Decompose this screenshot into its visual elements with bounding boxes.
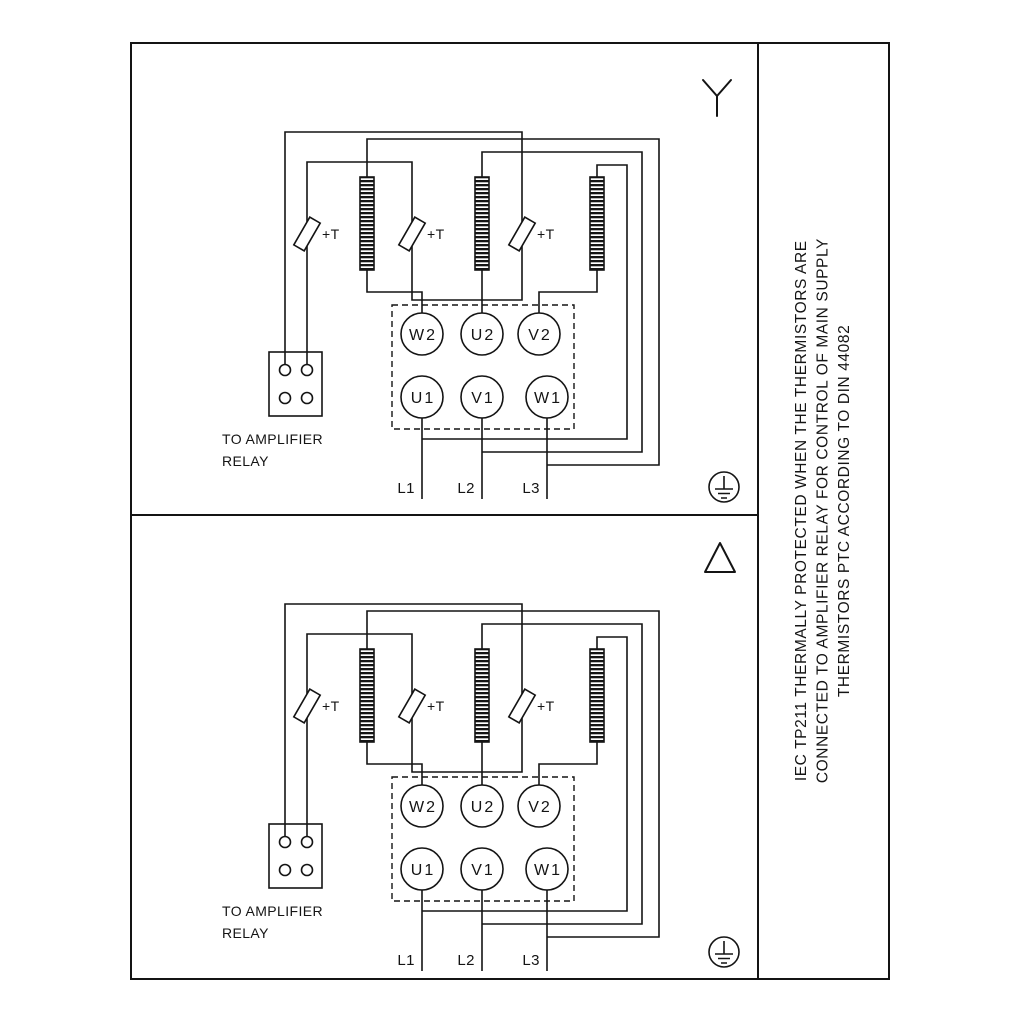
thermistor-label: +T [427, 698, 445, 714]
terminal-v1: V1 [471, 390, 495, 407]
terminal-w2: W2 [409, 327, 437, 344]
panel-star-connection: +T +T +T W2 U2 V2 U1 V1 W1 L1 L2 [132, 44, 757, 516]
thermistor-label: +T [322, 698, 340, 714]
label-l3: L3 [522, 480, 540, 497]
thermistor-labels: +T +T +T [322, 226, 555, 242]
terminal-u1: U1 [411, 390, 435, 407]
delta-connection-icon [704, 542, 736, 573]
supply-line-labels: L1 L2 L3 [397, 952, 540, 969]
relay-note: TO AMPLIFIER RELAY [222, 431, 323, 469]
terminal-labels: W2 U2 V2 U1 V1 W1 [409, 327, 562, 407]
terminal-u2: U2 [471, 327, 495, 344]
thermistor-label: +T [427, 226, 445, 242]
terminal-w2: W2 [409, 799, 437, 816]
terminal-u2: U2 [471, 799, 495, 816]
terminal-v2: V2 [528, 327, 552, 344]
label-l1: L1 [397, 480, 415, 497]
label-l2: L2 [457, 952, 475, 969]
star-connection-icon [702, 79, 732, 117]
thermistor-label: +T [322, 226, 340, 242]
label-l3: L3 [522, 952, 540, 969]
note-panel: IEC TP211 THERMALLY PROTECTED WHEN THE T… [759, 44, 888, 978]
relay-note-line2: RELAY [222, 925, 269, 941]
note-line-3: THERMISTORS PTC ACCORDING TO DIN 44082 [836, 324, 854, 698]
terminal-w1: W1 [534, 862, 562, 879]
terminal-u1: U1 [411, 862, 435, 879]
thermal-protection-note: IEC TP211 THERMALLY PROTECTED WHEN THE T… [791, 238, 856, 783]
terminal-v2: V2 [528, 799, 552, 816]
relay-note-line1: TO AMPLIFIER [222, 431, 323, 447]
diagram-frame: +T +T +T W2 U2 V2 U1 V1 W1 L1 L2 [130, 42, 890, 980]
note-line-2: CONNECTED TO AMPLIFIER RELAY FOR CONTROL… [814, 238, 832, 784]
panel-delta-connection: +T +T +T W2 U2 V2 U1 V1 W1 L1 L2 [132, 516, 757, 978]
terminal-w1: W1 [534, 390, 562, 407]
diagram-column: +T +T +T W2 U2 V2 U1 V1 W1 L1 L2 [132, 44, 759, 978]
thermistor-label: +T [537, 226, 555, 242]
thermistor-labels: +T +T +T [322, 698, 555, 714]
circuit-geometry [268, 603, 660, 972]
label-l1: L1 [397, 952, 415, 969]
terminal-v1: V1 [471, 862, 495, 879]
supply-line-labels: L1 L2 L3 [397, 480, 540, 497]
label-l2: L2 [457, 480, 475, 497]
note-line-1: IEC TP211 THERMALLY PROTECTED WHEN THE T… [793, 240, 811, 782]
relay-note-line1: TO AMPLIFIER [222, 903, 323, 919]
earth-ground-icon [708, 471, 740, 503]
circuit-geometry [268, 131, 660, 500]
earth-ground-icon [708, 936, 740, 968]
thermistor-label: +T [537, 698, 555, 714]
terminal-labels: W2 U2 V2 U1 V1 W1 [409, 799, 562, 879]
relay-note: TO AMPLIFIER RELAY [222, 903, 323, 941]
relay-note-line2: RELAY [222, 453, 269, 469]
